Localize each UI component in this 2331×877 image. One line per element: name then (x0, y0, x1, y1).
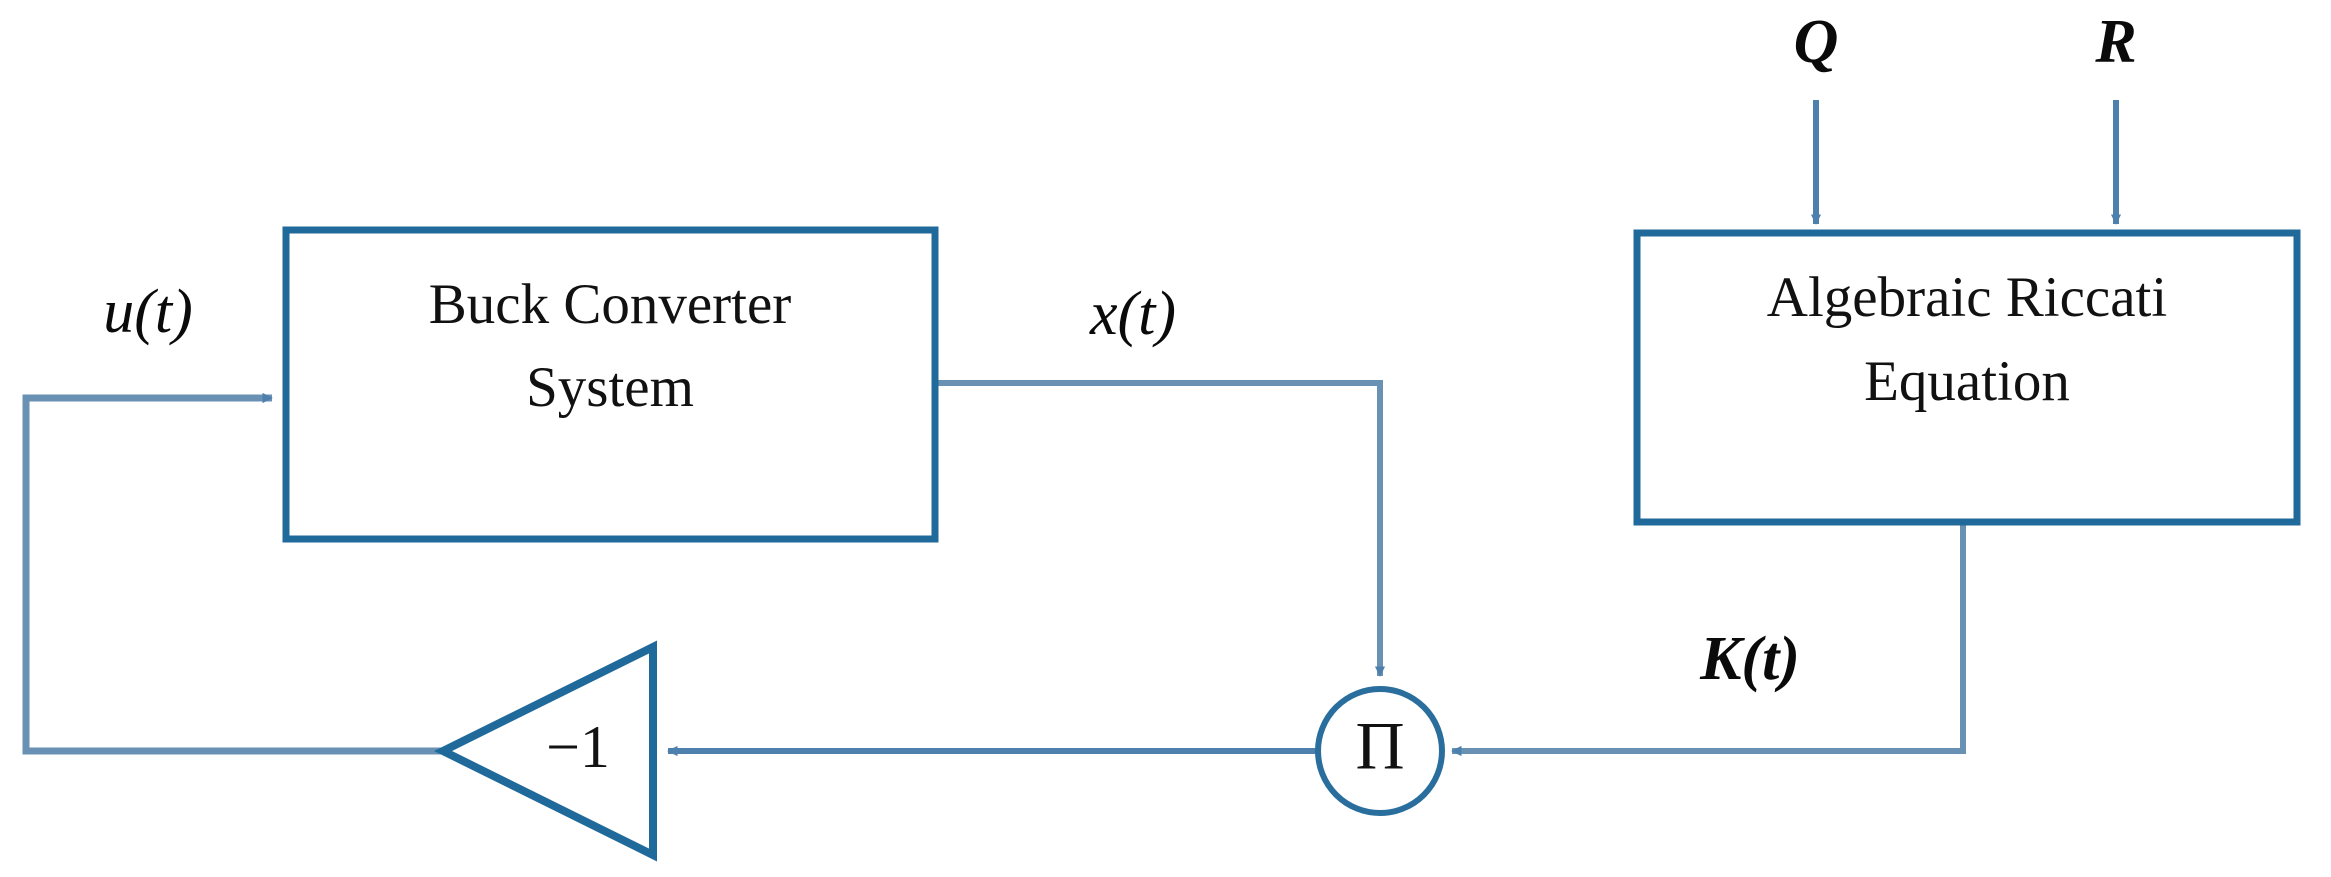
riccati-equation-box[interactable] (1633, 229, 2301, 526)
feedback-to-plant-line (22, 392, 443, 755)
signal-label-input-u: u(t) (103, 278, 193, 346)
riccati-gain-line (1451, 522, 1966, 757)
signal-label-weight-r: R (2094, 8, 2136, 76)
product-junction-circle[interactable] (1315, 686, 1445, 816)
block-algebraic-riccati-equation[interactable]: Algebraic Riccati Equation (1633, 229, 2301, 526)
block-product-junction[interactable]: Π (1315, 686, 1445, 816)
signal-label-state-x: x(t) (1089, 280, 1176, 348)
product-junction-symbol: Π (1355, 708, 1404, 784)
gain-triangle-shape[interactable] (433, 640, 657, 862)
gain-triangle-label: −1 (546, 714, 610, 780)
riccati-label-line2: Equation (1864, 350, 2070, 413)
riccati-label-line1: Algebraic Riccati (1767, 266, 2167, 329)
connector-plant-state-to-multiplier (935, 380, 1386, 677)
connector-riccati-gain-to-multiplier (1451, 522, 1966, 757)
block-negative-unity-gain[interactable]: −1 (433, 640, 657, 862)
signal-label-weight-q: Q (1794, 8, 1839, 76)
buck-converter-box[interactable] (282, 226, 939, 543)
block-buck-converter-system[interactable]: Buck Converter System (282, 226, 939, 543)
connector-feedback-to-plant (22, 392, 443, 755)
buck-converter-label-line2: System (526, 356, 694, 419)
plant-state-line (935, 380, 1386, 677)
signal-label-gain-k: K(t) (1699, 625, 1800, 693)
buck-converter-label-line1: Buck Converter (429, 273, 792, 336)
